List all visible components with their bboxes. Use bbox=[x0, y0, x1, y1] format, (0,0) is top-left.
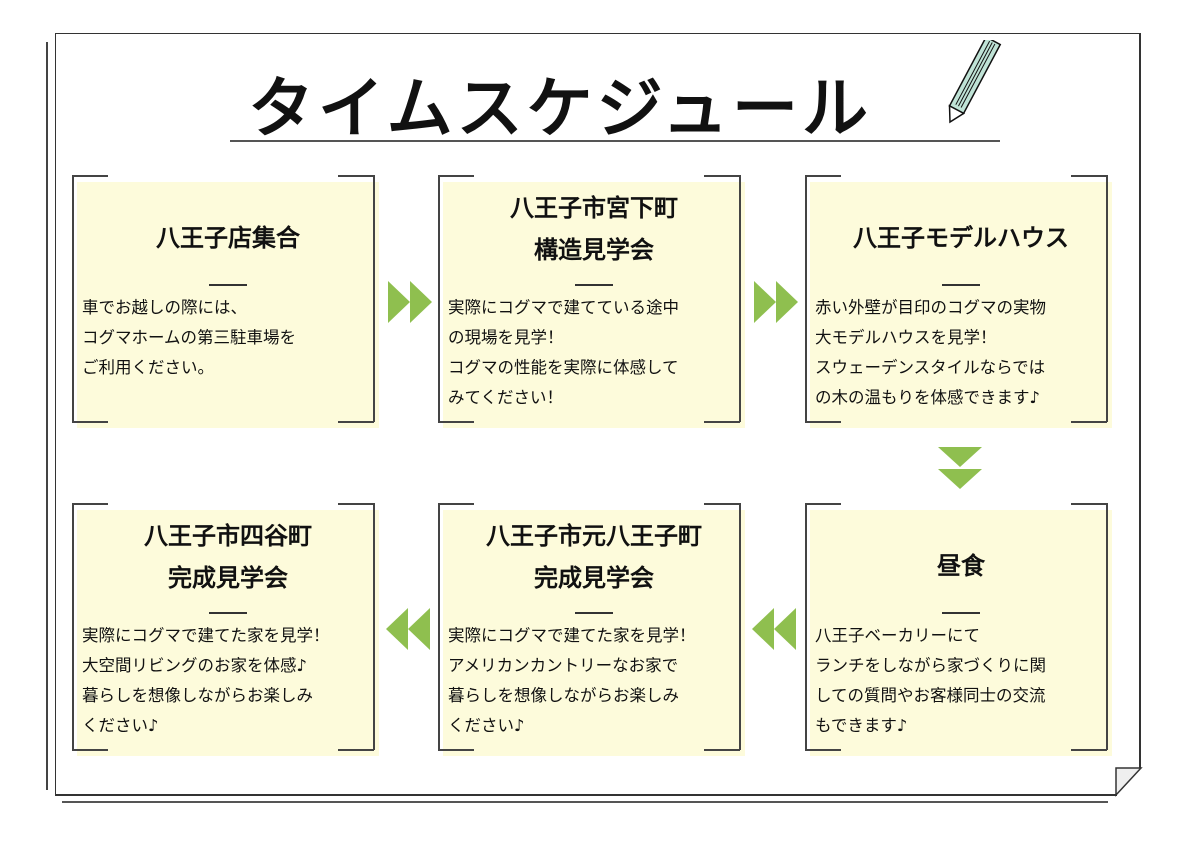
card-corner bbox=[704, 749, 740, 751]
card-corner bbox=[704, 503, 740, 505]
card-background bbox=[77, 510, 379, 756]
card-heading-line: 構造見学会 bbox=[534, 236, 654, 264]
card-heading: 八王子市元八王子町完成見学会 bbox=[443, 515, 745, 599]
page-frame-right bbox=[1139, 33, 1141, 769]
pencil-icon bbox=[948, 40, 1002, 124]
page-title: タイムスケジュール bbox=[247, 70, 873, 147]
card-corner bbox=[805, 421, 841, 423]
card-heading-line: 昼食 bbox=[937, 552, 985, 580]
card-corner bbox=[72, 421, 108, 423]
arrow-right-icon bbox=[388, 281, 432, 323]
card-heading-line: 八王子市元八王子町 bbox=[486, 522, 702, 550]
left-decor-line bbox=[46, 42, 48, 790]
card-heading: 八王子店集合 bbox=[77, 217, 379, 259]
card-background bbox=[810, 182, 1112, 428]
card-border bbox=[739, 503, 741, 750]
card-corner bbox=[805, 749, 841, 751]
card-corner bbox=[338, 749, 374, 751]
card-border bbox=[1106, 175, 1108, 422]
arrow-left-icon bbox=[386, 608, 430, 650]
card-body: 実際にコグマで建てた家を見学！ 大空間リビングのお家を体感♪ 暮らしを想像しなが… bbox=[82, 626, 330, 735]
card-heading-line: 完成見学会 bbox=[168, 564, 288, 592]
card-border bbox=[373, 175, 375, 422]
card-body: 実際にコグマで建てた家を見学！ アメリカンカントリーなお家で 暮らしを想像しなが… bbox=[448, 626, 696, 735]
card-body: 実際にコグマで建てている途中 の現場を見学！ コグマの性能を実際に体感して みて… bbox=[448, 298, 679, 407]
card-corner bbox=[338, 503, 374, 505]
card-background bbox=[443, 182, 745, 428]
arrow-left-icon bbox=[752, 608, 796, 650]
card-corner bbox=[1071, 175, 1107, 177]
card-divider bbox=[575, 284, 613, 286]
card-body: 赤い外壁が目印のコグマの実物 大モデルハウスを見学！ スウェーデンスタイルならで… bbox=[815, 298, 1046, 407]
card-corner bbox=[1071, 421, 1107, 423]
card-heading-line: 八王子市宮下町 bbox=[510, 194, 678, 222]
card-corner bbox=[338, 175, 374, 177]
card-border bbox=[805, 175, 807, 422]
card-corner bbox=[438, 175, 474, 177]
card-heading: 八王子市四谷町完成見学会 bbox=[77, 515, 379, 599]
card-corner bbox=[704, 175, 740, 177]
card-heading-line: 八王子モデルハウス bbox=[853, 224, 1069, 252]
card-heading-line: 八王子市四谷町 bbox=[144, 522, 312, 550]
card-divider bbox=[942, 284, 980, 286]
card-corner bbox=[1071, 503, 1107, 505]
card-divider bbox=[209, 612, 247, 614]
card-corner bbox=[338, 421, 374, 423]
schedule-card: 八王子市元八王子町完成見学会実際にコグマで建てた家を見学！ アメリカンカントリー… bbox=[438, 503, 745, 756]
card-body: 車でお越しの際には、 コグマホームの第三駐車場を ご利用ください。 bbox=[82, 298, 297, 377]
schedule-card: 八王子モデルハウス赤い外壁が目印のコグマの実物 大モデルハウスを見学！ スウェー… bbox=[805, 175, 1112, 428]
card-border bbox=[373, 503, 375, 750]
card-border bbox=[438, 175, 440, 422]
card-heading: 八王子市宮下町構造見学会 bbox=[443, 187, 745, 271]
card-corner bbox=[72, 503, 108, 505]
schedule-card: 八王子市四谷町完成見学会実際にコグマで建てた家を見学！ 大空間リビングのお家を体… bbox=[72, 503, 379, 756]
card-corner bbox=[704, 421, 740, 423]
schedule-card: 八王子市宮下町構造見学会実際にコグマで建てている途中 の現場を見学！ コグマの性… bbox=[438, 175, 745, 428]
card-corner bbox=[72, 749, 108, 751]
card-corner bbox=[805, 503, 841, 505]
schedule-card: 昼食八王子ベーカリーにて ランチをしながら家づくりに関 しての質問やお客様同士の… bbox=[805, 503, 1112, 756]
page-frame bbox=[55, 33, 1141, 796]
card-border bbox=[1106, 503, 1108, 750]
card-body: 八王子ベーカリーにて ランチをしながら家づくりに関 しての質問やお客様同士の交流… bbox=[815, 626, 1046, 735]
page-frame-bottom bbox=[55, 794, 1117, 796]
card-divider bbox=[942, 612, 980, 614]
arrow-down-icon bbox=[938, 447, 982, 489]
card-corner bbox=[1071, 749, 1107, 751]
card-corner bbox=[438, 749, 474, 751]
card-heading: 昼食 bbox=[810, 545, 1112, 587]
bottom-decor-line bbox=[62, 801, 1108, 803]
card-border bbox=[72, 503, 74, 750]
page-curl-icon bbox=[1115, 767, 1143, 797]
card-background bbox=[77, 182, 379, 428]
card-corner bbox=[438, 421, 474, 423]
card-heading-line: 完成見学会 bbox=[534, 564, 654, 592]
card-corner bbox=[72, 175, 108, 177]
card-corner bbox=[438, 503, 474, 505]
card-heading: 八王子モデルハウス bbox=[810, 217, 1112, 259]
card-divider bbox=[209, 284, 247, 286]
title-underline bbox=[230, 140, 1000, 142]
card-border bbox=[805, 503, 807, 750]
card-border bbox=[72, 175, 74, 422]
arrow-right-icon bbox=[754, 281, 798, 323]
card-corner bbox=[805, 175, 841, 177]
card-border bbox=[739, 175, 741, 422]
card-heading-line: 八王子店集合 bbox=[156, 224, 300, 252]
card-divider bbox=[575, 612, 613, 614]
card-background bbox=[443, 510, 745, 756]
schedule-card: 八王子店集合車でお越しの際には、 コグマホームの第三駐車場を ご利用ください。 bbox=[72, 175, 379, 428]
card-background bbox=[810, 510, 1112, 756]
card-border bbox=[438, 503, 440, 750]
